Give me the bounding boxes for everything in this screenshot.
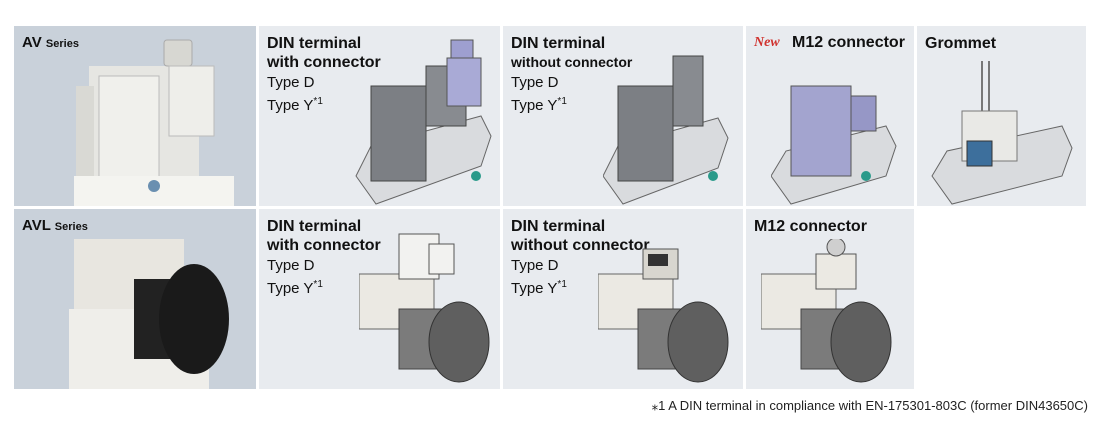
grommet-valve-image [931, 61, 1073, 205]
avl-din-without-connector-valve-image [598, 248, 729, 383]
av-grommet-cell: Grommet [917, 26, 1086, 206]
avl-series-title: AVL Series [22, 217, 88, 234]
avl-m12-connector-valve-image [761, 239, 892, 383]
new-badge: New [754, 35, 780, 50]
m12-connector-valve-image [771, 85, 897, 205]
avl-series-product-photo [69, 239, 229, 389]
din-with-connector-valve-image [355, 39, 492, 205]
av-series-photo-cell: AV Series [14, 26, 256, 206]
av-m12-connector-cell: New M12 connector [746, 26, 914, 206]
footnote: ⁎1 A DIN terminal in compliance with EN-… [651, 398, 1088, 413]
avl-series-photo-cell: AVL Series [14, 209, 256, 389]
av-series-title: AV Series [22, 34, 79, 51]
cell-title: M12 connector [754, 218, 867, 235]
cell-title: Grommet [925, 35, 997, 52]
av-series-product-photo [74, 39, 234, 206]
avl-din-with-connector-valve-image [359, 233, 490, 383]
din-without-connector-valve-image [603, 55, 729, 205]
avl-m12-connector-cell: M12 connector [746, 209, 914, 389]
cell-title: M12 connector [792, 34, 905, 51]
